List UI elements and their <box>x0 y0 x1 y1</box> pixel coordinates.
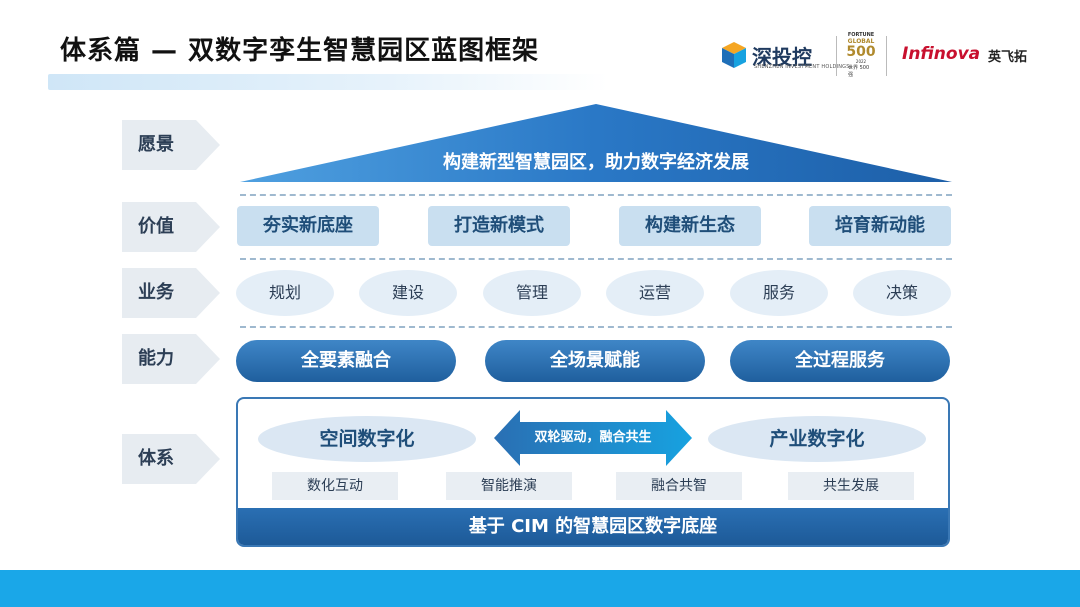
label-arrow-icon <box>122 334 220 384</box>
label-business: 业务 <box>122 268 220 318</box>
system-item: 融合共智 <box>616 472 742 500</box>
label-text: 愿景 <box>138 134 174 155</box>
cim-base-bar: 基于 CIM 的智慧园区数字底座 <box>238 508 948 545</box>
value-box: 打造新模式 <box>428 206 570 246</box>
system-item: 智能推演 <box>446 472 572 500</box>
capability-pill: 全要素融合 <box>236 340 456 382</box>
cube-logo-icon <box>722 42 746 68</box>
value-box: 培育新动能 <box>809 206 951 246</box>
label-arrow-icon <box>122 268 220 318</box>
fortune-500-badge: FORTUNE GLOBAL 500 2022 世界 500 强 <box>846 32 876 78</box>
system-item: 数化互动 <box>272 472 398 500</box>
label-vision: 愿景 <box>122 120 220 170</box>
page-title: 体系篇 — 双数字孪生智慧园区蓝图框架 <box>60 36 540 66</box>
value-box: 构建新生态 <box>619 206 761 246</box>
logo-separator <box>886 36 887 76</box>
sdic-logo: 深投控 SHENZHEN INVESTMENT HOLDINGS <box>720 38 849 72</box>
fortune-500: 500 <box>846 44 876 60</box>
label-text: 能力 <box>138 348 174 369</box>
sdic-logo-subtitle: SHENZHEN INVESTMENT HOLDINGS <box>754 64 850 70</box>
label-text: 价值 <box>138 216 174 237</box>
infinova-logo: Infinova <box>902 44 981 64</box>
fortune-global: GLOBAL <box>847 38 875 45</box>
fortune-year: 2022 <box>855 59 867 64</box>
industry-digitization-oval: 产业数字化 <box>708 416 926 462</box>
business-oval: 建设 <box>359 270 457 316</box>
capability-pill: 全过程服务 <box>730 340 950 382</box>
logo-separator <box>836 36 837 76</box>
space-digitization-oval: 空间数字化 <box>258 416 476 462</box>
label-arrow-icon <box>122 434 220 484</box>
double-arrow-icon <box>494 410 692 466</box>
label-arrow-icon <box>122 202 220 252</box>
sdic-logo-text: 深投控 <box>752 44 812 69</box>
vision-roof <box>240 104 952 182</box>
fortune-cn: 世界 500 强 <box>848 65 870 78</box>
label-system: 体系 <box>122 434 220 484</box>
business-oval: 规划 <box>236 270 334 316</box>
business-oval: 决策 <box>853 270 951 316</box>
label-capability: 能力 <box>122 334 220 384</box>
business-oval: 运营 <box>606 270 704 316</box>
label-value: 价值 <box>122 202 220 252</box>
label-arrow-icon <box>122 120 220 170</box>
business-oval: 服务 <box>730 270 828 316</box>
divider <box>240 326 952 328</box>
label-text: 业务 <box>138 282 174 303</box>
title-underline <box>48 74 608 90</box>
value-box: 夯实新底座 <box>237 206 379 246</box>
system-item: 共生发展 <box>788 472 914 500</box>
footer-bar <box>0 570 1080 607</box>
capability-pill: 全场景赋能 <box>485 340 705 382</box>
vision-text: 构建新型智慧园区，助力数字经济发展 <box>443 152 749 173</box>
divider <box>240 258 952 260</box>
divider <box>240 194 952 196</box>
infinova-logo-cn: 英飞拓 <box>988 50 1028 65</box>
arrow-text: 双轮驱动，融合共生 <box>534 430 652 445</box>
business-oval: 管理 <box>483 270 581 316</box>
label-text: 体系 <box>138 448 174 469</box>
system-frame <box>236 397 950 547</box>
fortune-label: FORTUNE <box>847 32 875 38</box>
